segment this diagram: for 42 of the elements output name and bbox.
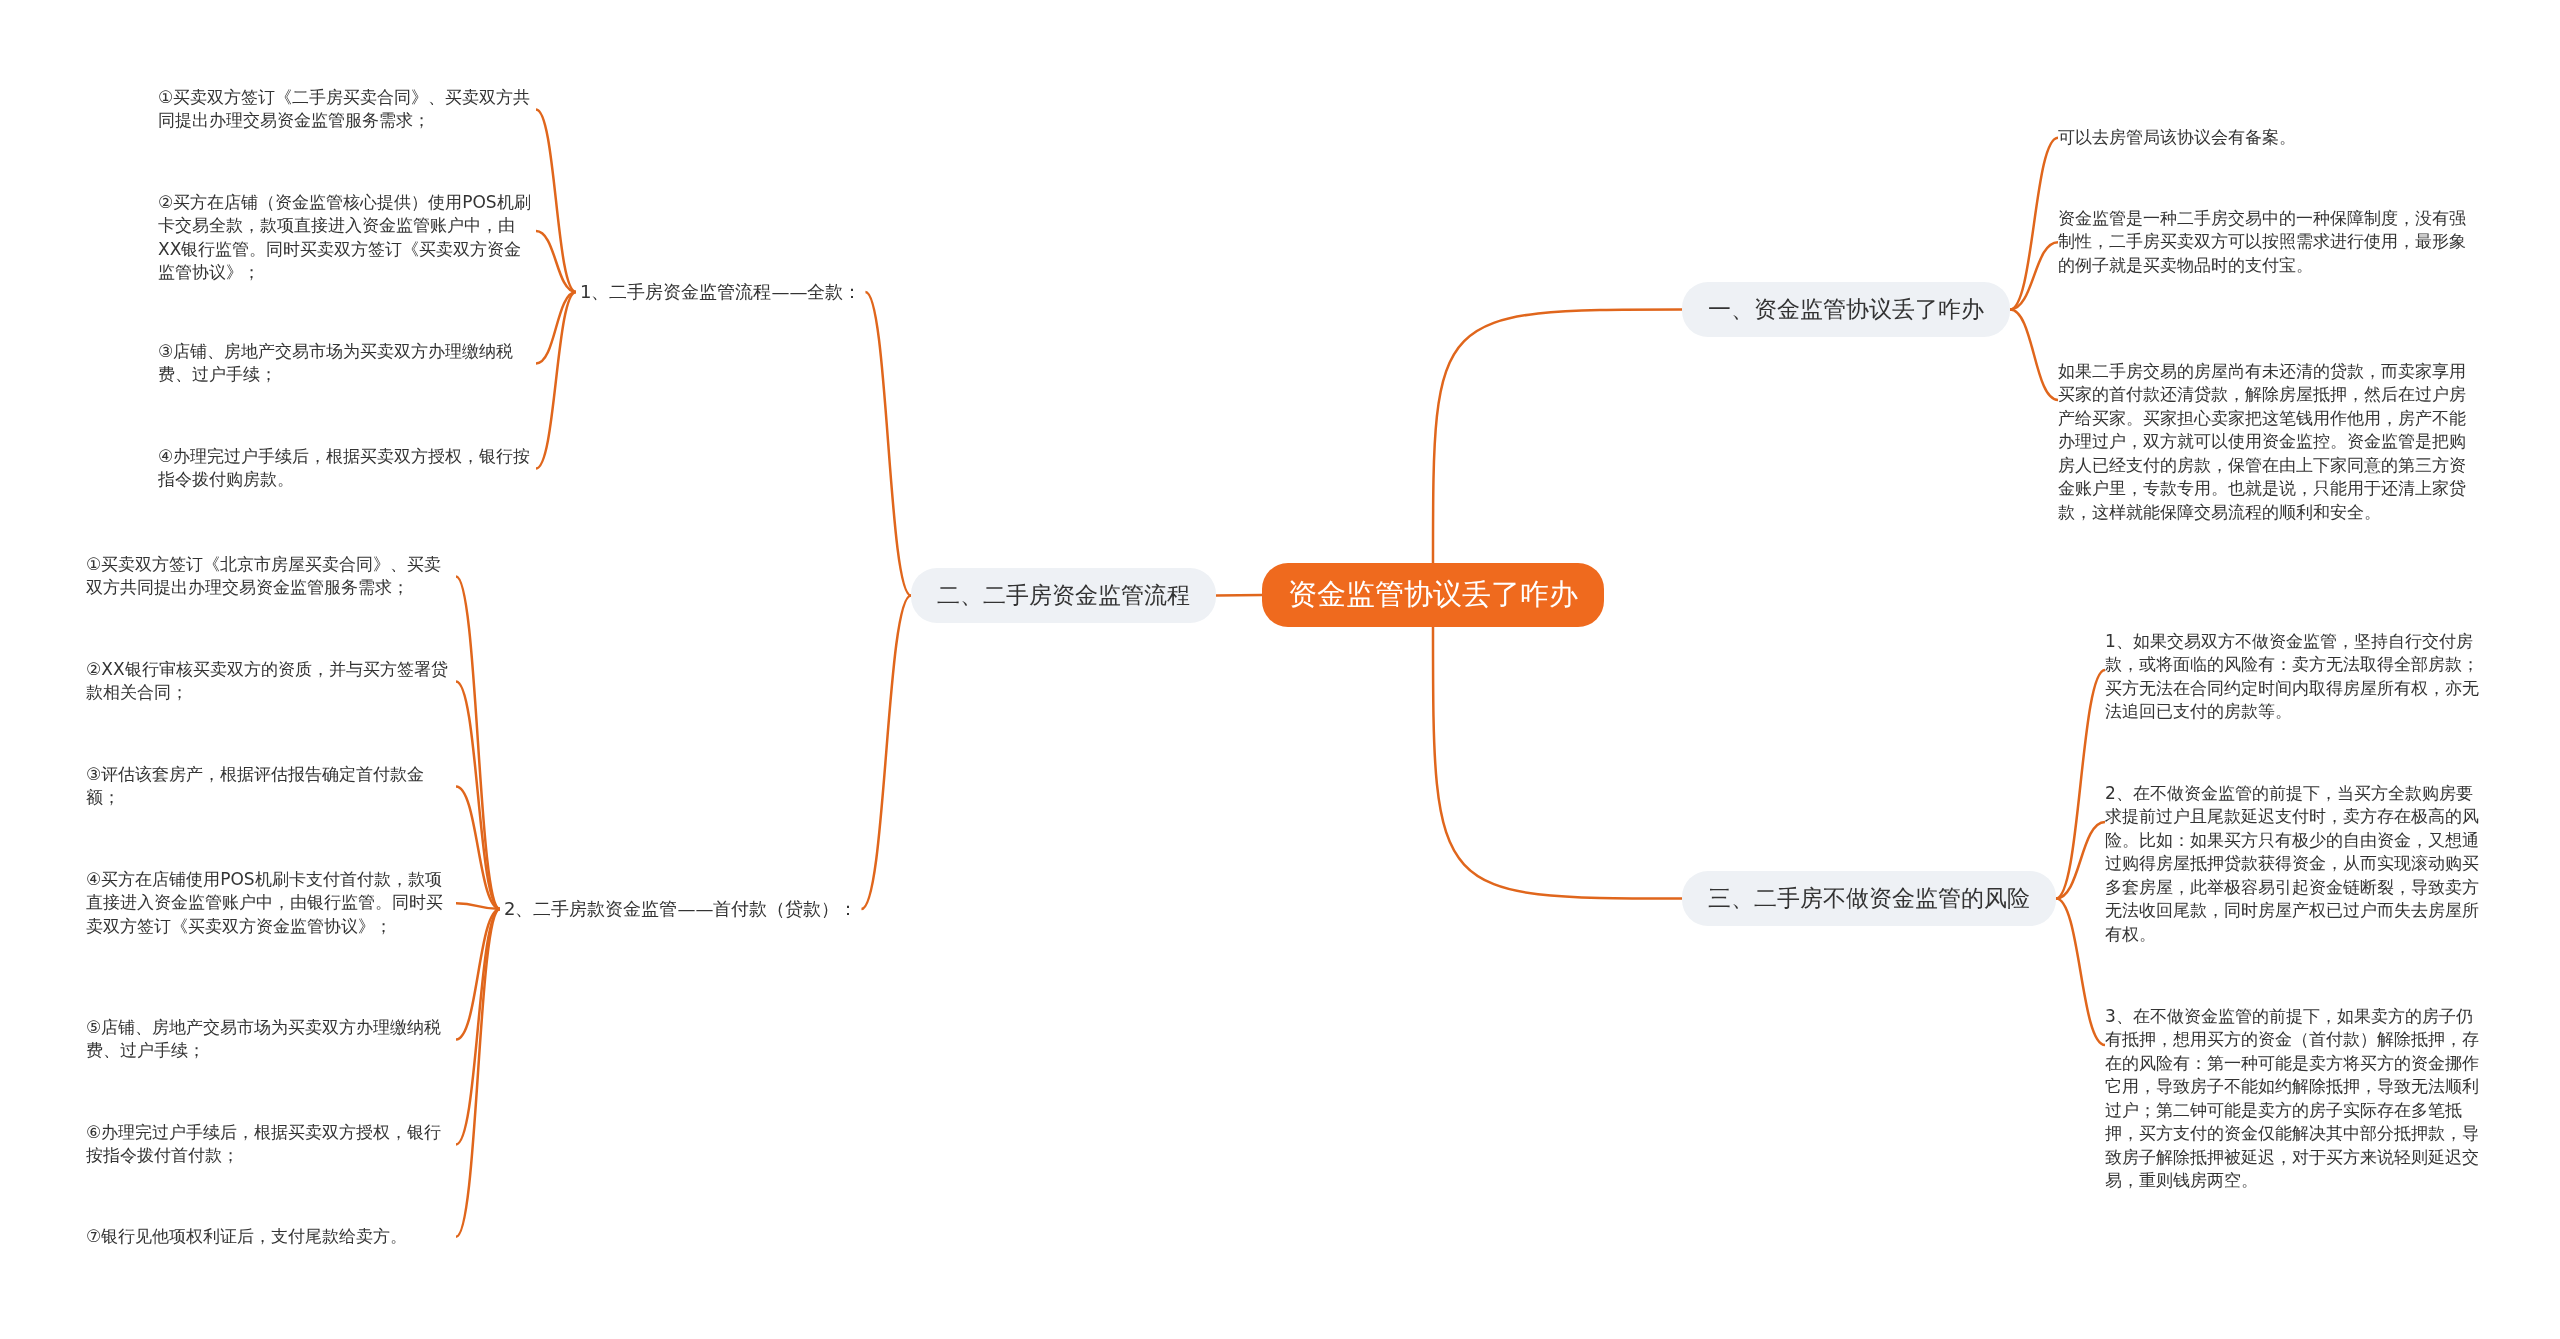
connector-line [455, 680, 501, 910]
connector-line [1216, 593, 1262, 597]
connector-line [2009, 308, 2059, 402]
branch-topic: 三、二手房不做资金监管的风险 [1682, 871, 2056, 926]
note-text: ⑦银行见他项权利证后，支付尾款给卖方。 [86, 1225, 456, 1249]
connector-line [535, 229, 577, 294]
note-text: ⑥办理完过户手续后，根据买卖双方授权，银行按指令拨付首付款； [86, 1121, 456, 1168]
subtopic-text: 2、二手房款资金监管——首付款（贷款）： [500, 895, 862, 923]
note-text: 可以去房管局该协议会有备案。 [2058, 126, 2468, 150]
note-text: ①买卖双方签订《北京市房屋买卖合同》、买卖双方共同提出办理交易资金监管服务需求； [86, 553, 456, 600]
connector-line [455, 908, 501, 1238]
note-text: ⑤店铺、房地产交易市场为买卖双方办理缴纳税费、过户手续； [86, 1016, 456, 1063]
note-text: 资金监管是一种二手房交易中的一种保障制度，没有强制性，二手房买卖双方可以按照需求进行使用，最形象的例子就是买卖物品时的支付宝。 [2058, 207, 2468, 278]
note-text: ④办理完过户手续后，根据买卖双方授权，银行按指令拨付购房款。 [158, 445, 536, 492]
note-text: 3、在不做资金监管的前提下，如果卖方的房子仍有抵押，想用买方的资金（首付款）解除抵押，存在的风险有：第一种可能是卖方将买方的资金挪作它用，导致房子不能如约解除抵押，导致无法顺利过户；第二钟可能是卖方的房子实际存在多笔抵押，买方支付的资金仅能解决其中部分抵押款，导致房子解除抵押被延迟，对于买方来说轻则延迟交易，重则钱房两空。 [2105, 1005, 2485, 1193]
connector-line [535, 108, 577, 293]
note-text: 1、如果交易双方不做资金监管，坚持自行交付房款，或将面临的风险有：卖方无法取得全部房款；买方无法在合同约定时间内取得房屋所有权，亦无法追回已支付的房款等。 [2105, 630, 2485, 724]
connector-line [2009, 240, 2059, 311]
connector-line [535, 291, 577, 470]
note-text: ②XX银行审核买卖双方的资质，并与买方签署贷款相关合同； [86, 658, 456, 705]
connector-line [860, 594, 912, 910]
central-topic: 资金监管协议丢了咋办 [1262, 563, 1604, 627]
connector-line [1431, 627, 1682, 900]
connector-line [2055, 669, 2106, 900]
connector-line [455, 575, 501, 910]
note-text: ③店铺、房地产交易市场为买卖双方办理缴纳税费、过户手续； [158, 340, 536, 387]
connector-line [455, 785, 501, 911]
connector-line [2009, 136, 2059, 311]
note-text: ④买方在店铺使用POS机刷卡支付首付款，款项直接进入资金监管账户中，由银行监管。同时买卖双方签订《买卖双方资金监管协议》； [86, 868, 456, 939]
branch-topic: 二、二手房资金监管流程 [911, 568, 1216, 623]
connector-line [455, 907, 501, 1041]
note-text: 如果二手房交易的房屋尚有未还清的贷款，而卖家享用买家的首付款还清贷款，解除房屋抵押，然后在过户房产给买家。买家担心卖家把这笔钱用作他用，房产不能办理过户，双方就可以使用资金监控。资金监管是把购房人已经支付的房款，保管在由上下家同意的第三方资金账户里，专款专用。也就是说，只能用于还清上家贷款，这样就能保障交易流程的顺利和安全。 [2058, 360, 2468, 525]
subtopic-text: 1、二手房资金监管流程——全款： [576, 278, 866, 306]
connector-line [535, 290, 577, 365]
note-text: ②买方在店铺（资金监管核心提供）使用POS机刷卡交易全款，款项直接进入资金监管账户中，由XX银行监管。同时买卖双方签订《买卖双方资金监管协议》； [158, 191, 536, 285]
connector-line [2055, 897, 2106, 1047]
connector-line [1431, 308, 1682, 563]
connector-line [864, 291, 912, 597]
note-text: ③评估该套房产，根据评估报告确定首付款金额； [86, 763, 456, 810]
branch-topic: 一、资金监管协议丢了咋办 [1682, 282, 2010, 337]
note-text: ①买卖双方签订《二手房买卖合同》、买卖双方共同提出办理交易资金监管服务需求； [158, 86, 536, 133]
note-text: 2、在不做资金监管的前提下，当买方全款购房要求提前过户且尾款延迟支付时，卖方存在极高的风险。比如：如果买方只有极少的自由资金，又想通过购得房屋抵押贷款获得资金，从而实现滚动购买多套房屋，此举极容易引起资金链断裂，导致卖方无法收回尾款，同时房屋产权已过户而失去房屋所有权。 [2105, 782, 2485, 947]
